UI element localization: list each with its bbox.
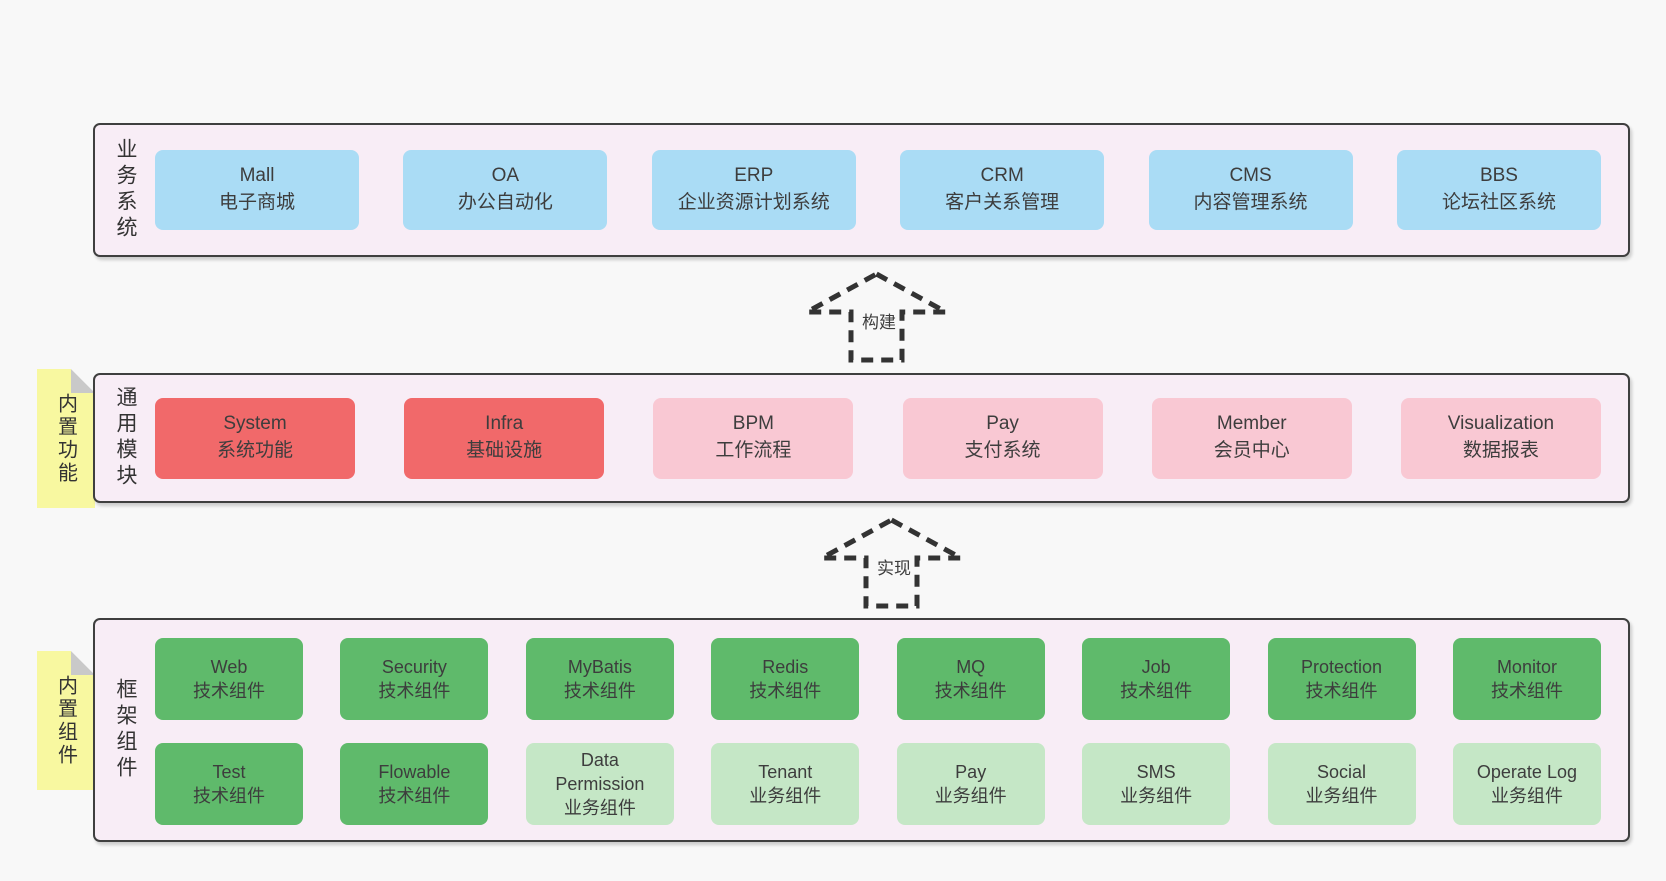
box-crm: CRM 客户关系管理: [900, 150, 1105, 230]
box-redis: Redis 技术组件: [711, 638, 860, 720]
box-bbs: BBS 论坛社区系统: [1396, 150, 1601, 230]
panel-label-business-systems: 业务系统: [114, 138, 137, 242]
sticky-note-builtin-components: 内置组件: [37, 651, 95, 790]
arrow-build: 构建: [804, 271, 949, 363]
component-boxes-grid: Web 技术组件 Security 技术组件 MyBatis 技术组件 Redi…: [155, 620, 1628, 840]
panel-label-framework-components: 框架组件: [114, 678, 137, 782]
module-boxes-row: System 系统功能 Infra 基础设施 BPM 工作流程 Pay 支付系统…: [155, 375, 1628, 501]
box-cms: CMS 内容管理系统: [1148, 150, 1353, 230]
box-test: Test 技术组件: [155, 743, 303, 825]
sticky-note-builtin-functions: 内置功能: [37, 369, 95, 508]
box-monitor: Monitor 技术组件: [1452, 638, 1601, 720]
box-pay-module: Pay 支付系统: [902, 397, 1103, 479]
layer-panel-business-systems: 业务系统 Mall 电子商城 OA 办公自动化 ERP 企业资源计划系统 CRM…: [93, 123, 1630, 257]
box-erp: ERP 企业资源计划系统: [651, 150, 856, 230]
box-mybatis: MyBatis 技术组件: [525, 638, 674, 720]
box-bpm: BPM 工作流程: [653, 397, 854, 479]
component-row-2: Test 技术组件 Flowable 技术组件 Data Permission …: [155, 743, 1601, 825]
business-boxes-row: Mall 电子商城 OA 办公自动化 ERP 企业资源计划系统 CRM 客户关系…: [155, 125, 1628, 255]
box-mq: MQ 技术组件: [896, 638, 1045, 720]
box-flowable: Flowable 技术组件: [340, 743, 489, 825]
box-data-permission: Data Permission 业务组件: [525, 743, 674, 825]
box-pay-component: Pay 业务组件: [896, 743, 1045, 825]
arrow-implement: 实现: [819, 517, 964, 609]
box-security: Security 技术组件: [340, 638, 489, 720]
layer-panel-common-modules: 通用模块 System 系统功能 Infra 基础设施 BPM 工作流程 Pay…: [93, 373, 1630, 503]
box-web: Web 技术组件: [155, 638, 303, 720]
box-member: Member 会员中心: [1151, 397, 1352, 479]
box-sms: SMS 业务组件: [1082, 743, 1231, 825]
up-arrow-icon: [820, 517, 963, 609]
layer-panel-framework-components: 框架组件 Web 技术组件 Security 技术组件 MyBatis 技术组件…: [93, 618, 1630, 842]
box-visualization: Visualization 数据报表: [1400, 397, 1601, 479]
box-social: Social 业务组件: [1267, 743, 1416, 825]
box-tenant: Tenant 业务组件: [711, 743, 860, 825]
box-protection: Protection 技术组件: [1267, 638, 1416, 720]
box-operate-log: Operate Log 业务组件: [1452, 743, 1601, 825]
box-job: Job 技术组件: [1082, 638, 1231, 720]
box-mall: Mall 电子商城: [155, 150, 359, 230]
box-oa: OA 办公自动化: [403, 150, 608, 230]
box-infra: Infra 基础设施: [404, 397, 605, 479]
component-row-1: Web 技术组件 Security 技术组件 MyBatis 技术组件 Redi…: [155, 638, 1601, 720]
arrow-build-label: 构建: [859, 313, 899, 334]
arrow-implement-label: 实现: [874, 559, 914, 580]
panel-label-common-modules: 通用模块: [114, 386, 137, 490]
box-system: System 系统功能: [155, 397, 355, 479]
up-arrow-icon: [805, 271, 948, 363]
